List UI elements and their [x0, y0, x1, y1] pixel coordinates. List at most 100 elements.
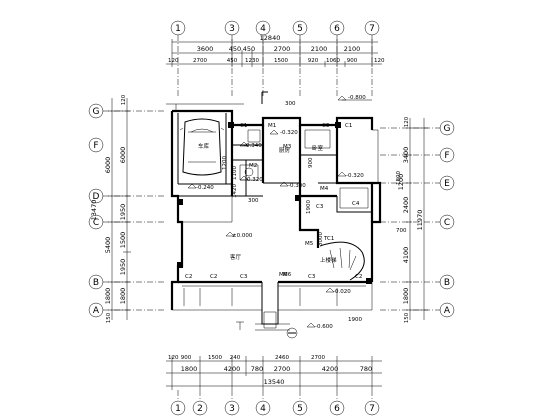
car-icon: 车库 [179, 118, 225, 176]
axis-bubble-left-G: G [88, 103, 104, 119]
svg-text:1800: 1800 [181, 365, 198, 373]
axis-bubble-left-A: A [88, 302, 104, 318]
column-2 [177, 262, 183, 268]
svg-text:4100: 4100 [402, 247, 410, 264]
room-labels: 客厅 卧室 厨房 上楼梯 M6 [230, 144, 337, 278]
svg-text:-0.240: -0.240 [196, 185, 214, 191]
svg-text:C3: C3 [316, 204, 324, 210]
svg-text:M5: M5 [305, 241, 314, 247]
svg-text:2700: 2700 [274, 45, 291, 53]
svg-text:B: B [444, 278, 450, 288]
level-mark: ±0.000 [225, 231, 253, 239]
svg-text:-0.320: -0.320 [280, 130, 298, 136]
svg-text:4: 4 [260, 24, 266, 34]
svg-text:7: 7 [369, 24, 375, 34]
svg-text:5: 5 [297, 24, 303, 34]
svg-text:120: 120 [168, 58, 179, 64]
axis-bubble-bottom-2: 2 [192, 400, 208, 416]
svg-text:2100: 2100 [311, 45, 328, 53]
column-1 [177, 199, 183, 205]
svg-text:2700: 2700 [193, 58, 207, 64]
axis-bubble-bottom-3: 3 [224, 400, 240, 416]
top-dimensions: 12840 3600 450 450 2700 2100 2100 120 27… [166, 34, 385, 67]
svg-text:F: F [93, 141, 98, 151]
axis-bubble-left-F: F [88, 137, 104, 153]
svg-text:1200: 1200 [222, 156, 228, 170]
svg-text:C3: C3 [322, 123, 330, 129]
axis-bubble-right-B: B [439, 274, 455, 290]
axis-bubble-top-1: 1 [170, 20, 186, 96]
axis-bubble-right-G: G [439, 120, 455, 136]
axis-bubble-left-B: B [88, 274, 104, 290]
right-dimensions: 120 3400 1200 2400 4100 1800 150 11970 [397, 116, 428, 323]
svg-text:2460: 2460 [275, 355, 289, 361]
axis-bubble-right-C: C [439, 214, 455, 230]
axis-bubble-bottom-1: 1 [170, 400, 186, 416]
local-notes: 300 1100 1200 1420 900 1800 1900 3000 70… [222, 101, 407, 323]
left-axis-bubbles: G F D C B A [88, 103, 165, 318]
svg-text:4: 4 [260, 404, 266, 414]
svg-text:120: 120 [121, 94, 127, 105]
svg-text:TC1: TC1 [323, 236, 334, 242]
svg-text:1900: 1900 [348, 317, 362, 323]
building-walls [166, 103, 382, 331]
svg-text:C3: C3 [240, 274, 248, 280]
level-mark: -0.240 [187, 183, 214, 191]
svg-text:120: 120 [168, 355, 179, 361]
svg-text:2100: 2100 [344, 45, 361, 53]
room-stair: 上楼梯 [320, 256, 337, 264]
opening-tags: C1 C1 C2 C3 C3 C3 M1 M2 M3 M4 M5 M6 TC1 … [185, 123, 362, 280]
svg-text:1200: 1200 [397, 174, 405, 191]
svg-text:1060: 1060 [326, 58, 340, 64]
svg-text:C: C [444, 218, 450, 228]
dim-bottom-total: 13540 [264, 378, 285, 386]
svg-text:1: 1 [175, 404, 181, 414]
svg-text:G: G [93, 107, 100, 117]
svg-text:-0.340: -0.340 [244, 143, 262, 149]
level-mark: -0.320 [337, 171, 364, 179]
svg-text:780: 780 [360, 365, 372, 373]
svg-text:1500: 1500 [208, 355, 222, 361]
svg-text:2400: 2400 [402, 197, 410, 214]
svg-text:M2: M2 [249, 163, 257, 169]
svg-text:900: 900 [347, 58, 358, 64]
svg-text:1420: 1420 [232, 184, 238, 198]
svg-text:240: 240 [230, 355, 241, 361]
level-mark: -0.320 [239, 175, 263, 183]
axis-bubble-right-E: E [439, 175, 455, 191]
svg-text:-0.300: -0.300 [288, 183, 306, 189]
svg-text:-0.020: -0.020 [333, 289, 351, 295]
svg-text:A: A [93, 306, 100, 316]
room-bedroom: 卧室 [312, 144, 324, 152]
svg-text:1950: 1950 [119, 259, 127, 276]
svg-text:3000: 3000 [318, 232, 324, 246]
svg-text:M1: M1 [268, 123, 276, 129]
svg-text:120: 120 [374, 58, 385, 64]
svg-text:A: A [444, 306, 451, 316]
svg-text:C1: C1 [240, 123, 247, 129]
axis-bubble-bottom-6: 6 [329, 400, 345, 416]
svg-text:C: C [93, 218, 99, 228]
svg-text:6000: 6000 [119, 147, 127, 164]
svg-text:300: 300 [248, 198, 259, 204]
left-dimensions: 6000 5400 1800 150 120 6000 1950 1500 19… [90, 94, 131, 323]
svg-text:150: 150 [404, 312, 410, 323]
svg-text:C3: C3 [308, 274, 316, 280]
room-entry: M6 [279, 272, 288, 278]
svg-text:1800: 1800 [396, 171, 402, 185]
svg-text:1: 1 [175, 24, 181, 34]
dim-right-total: 11970 [416, 210, 424, 231]
bottom-dimensions: 120 900 1500 240 2460 2700 1800 4200 780… [166, 355, 382, 401]
svg-text:-0.320: -0.320 [346, 173, 364, 179]
level-mark: -0.800 [337, 95, 372, 101]
svg-text:-0.600: -0.600 [315, 324, 333, 330]
svg-text:C1: C1 [345, 123, 352, 129]
column-5 [228, 122, 234, 128]
section-marks [236, 91, 298, 339]
svg-text:1500: 1500 [274, 58, 288, 64]
svg-text:C2: C2 [355, 274, 362, 280]
room-living-room: 客厅 [230, 253, 242, 261]
svg-text:5400: 5400 [104, 237, 112, 254]
axis-bubble-right-A: A [439, 302, 455, 318]
